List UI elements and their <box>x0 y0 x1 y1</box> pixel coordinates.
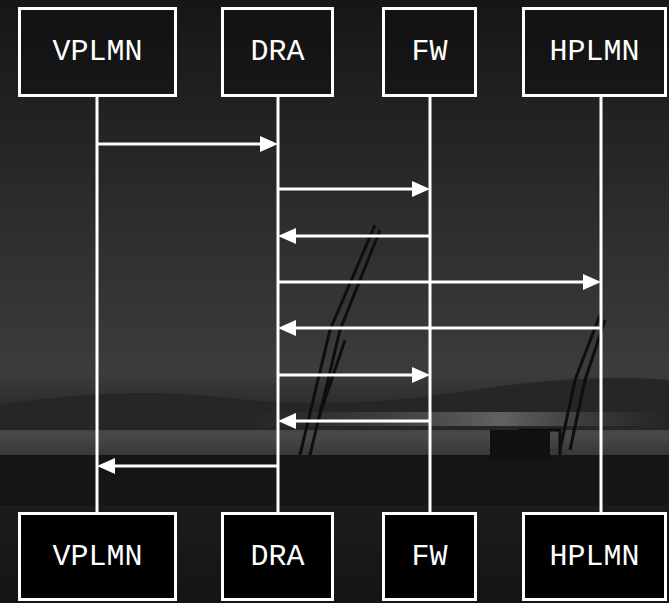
participant-name: HPLMN <box>549 542 639 572</box>
arrow-head <box>260 136 278 152</box>
connector-line <box>278 374 414 377</box>
participant-box: VPLMN <box>18 7 177 97</box>
participant-box: HPLMN <box>522 7 667 97</box>
arrow-head <box>278 413 296 429</box>
participant-name: DRA <box>250 542 304 572</box>
participant-box: DRA <box>221 7 334 97</box>
participant-box: FW <box>382 7 477 97</box>
participant-name: FW <box>411 37 447 67</box>
message-arrow <box>278 320 601 336</box>
lifeline <box>278 97 279 512</box>
participant-box: DRA <box>221 512 334 601</box>
connector-line <box>113 465 278 468</box>
participant-box: FW <box>382 512 477 601</box>
participant-name: FW <box>411 542 447 572</box>
arrow-head <box>278 228 296 244</box>
connector-line <box>97 143 262 146</box>
connector-line <box>294 235 430 238</box>
lifeline <box>430 97 431 512</box>
connector-line <box>294 420 430 423</box>
message-arrow <box>97 458 278 474</box>
connector-line <box>277 97 280 512</box>
message-arrow <box>97 136 278 152</box>
connector-line <box>600 97 603 512</box>
arrow-head <box>412 181 430 197</box>
connector-line <box>96 97 99 512</box>
connector-line <box>294 327 601 330</box>
participant-name: HPLMN <box>549 37 639 67</box>
arrow-head <box>97 458 115 474</box>
arrow-head <box>278 320 296 336</box>
connector-line <box>429 97 432 512</box>
lifeline <box>97 97 98 512</box>
connector-line <box>278 188 414 191</box>
participant-name: VPLMN <box>52 542 142 572</box>
message-arrow <box>278 413 430 429</box>
participant-name: VPLMN <box>52 37 142 67</box>
connector-line <box>278 281 585 284</box>
arrow-head <box>583 274 601 290</box>
message-arrow <box>278 228 430 244</box>
lifeline <box>601 97 602 512</box>
participant-box: VPLMN <box>18 512 177 601</box>
message-arrow <box>278 367 430 383</box>
participant-name: DRA <box>250 37 304 67</box>
participant-box: HPLMN <box>522 512 667 601</box>
message-arrow <box>278 181 430 197</box>
message-arrow <box>278 274 601 290</box>
arrow-head <box>412 367 430 383</box>
